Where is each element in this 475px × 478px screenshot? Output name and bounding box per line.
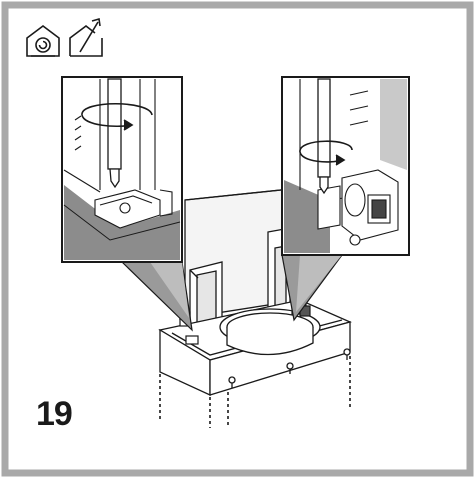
left-detail-callout bbox=[61, 76, 193, 332]
hood-body bbox=[158, 187, 352, 397]
hood-dashed-lines bbox=[159, 356, 351, 428]
step-number: 19 bbox=[36, 395, 73, 433]
recirculation-mode-icon bbox=[26, 25, 60, 57]
ducted-extraction-mode-icon bbox=[69, 17, 103, 57]
right-detail-callout bbox=[281, 76, 410, 322]
